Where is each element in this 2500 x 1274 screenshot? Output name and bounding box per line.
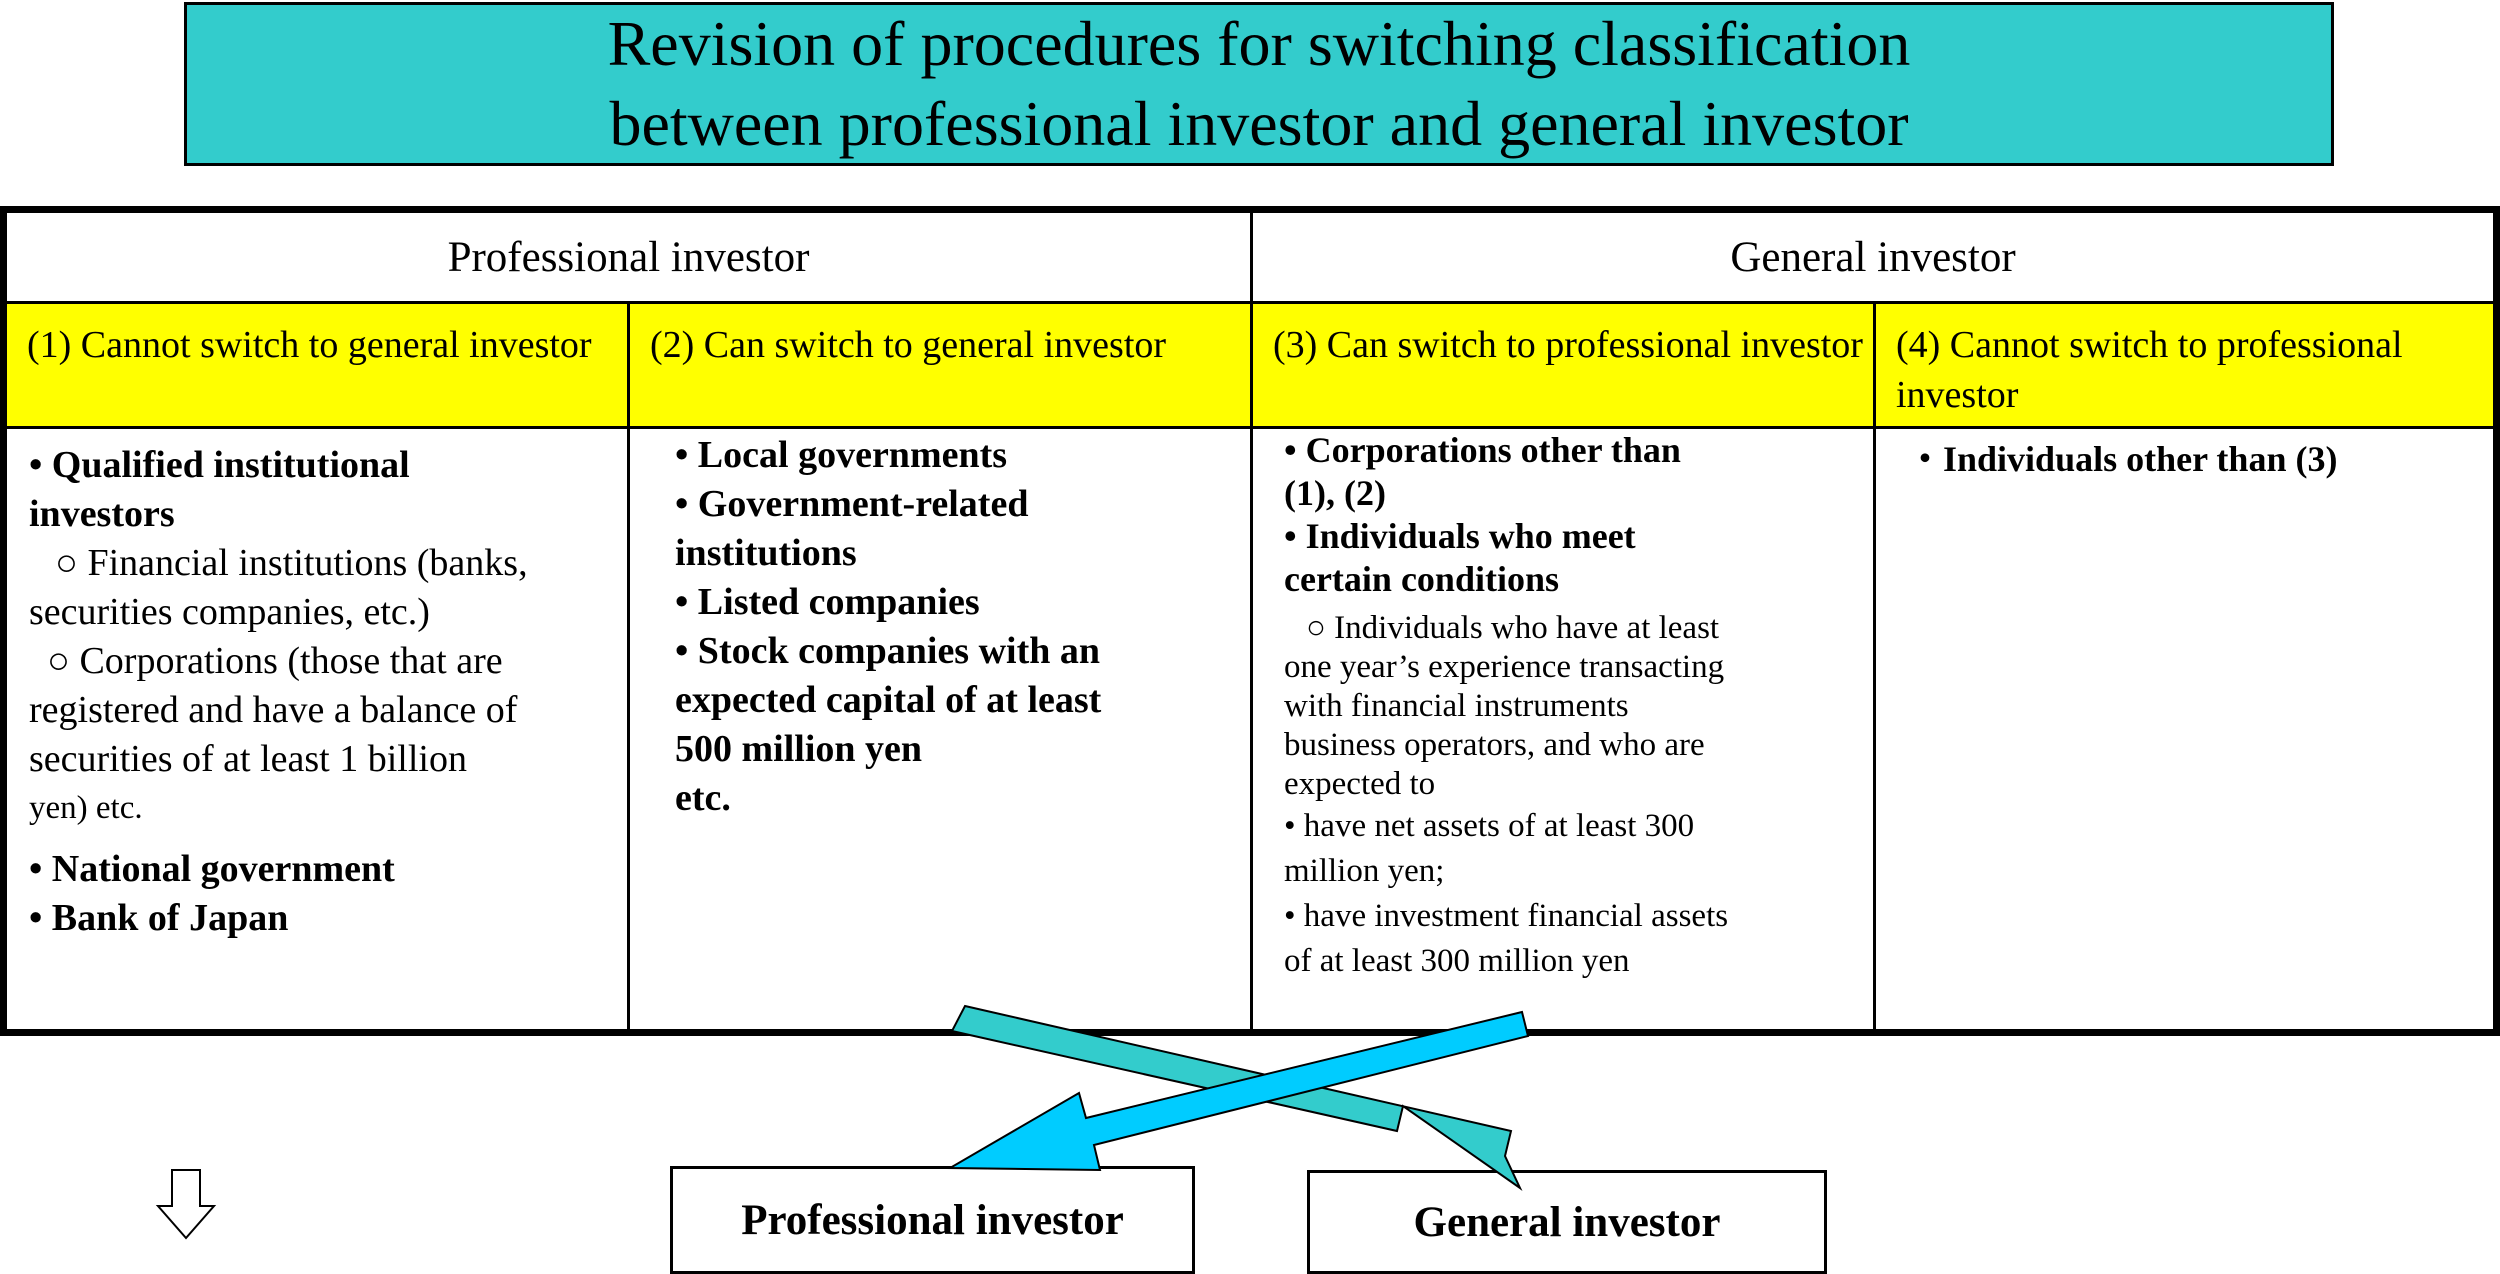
item-corporations-other-2: (1), (2) — [1284, 473, 1386, 513]
net-assets-line-2: million yen; — [1284, 853, 1445, 889]
page-title: Revision of procedures for switching cla… — [608, 4, 1911, 164]
subheader-3: (3) Can switch to professional investor — [1273, 324, 1863, 366]
item-corporations-4: yen) etc. — [29, 790, 143, 826]
net-assets-line-1: • have net assets of at least 300 — [1284, 808, 1695, 844]
detail-line-1: ○ Individuals who have at least — [1306, 610, 1720, 646]
item-individuals-conditions-1: • Individuals who meet — [1284, 516, 1636, 556]
item-government-related-1: • Government-related — [675, 483, 1029, 525]
subheader-2: (2) Can switch to general investor — [650, 324, 1167, 366]
subheader-1: (1) Cannot switch to general investor — [27, 324, 592, 366]
item-stock-companies-2: expected capital of at least — [675, 679, 1102, 721]
title-line-1: Revision of procedures for switching cla… — [607, 8, 1911, 79]
item-individuals-other: ・Individuals other than (3) — [1907, 439, 2338, 479]
item-stock-companies-3: 500 million yen — [675, 728, 923, 770]
detail-line-2: one year’s experience transacting — [1284, 649, 1725, 685]
classification-table: Professional investor General investor (… — [0, 206, 2500, 1036]
title-box: Revision of procedures for switching cla… — [184, 2, 2334, 166]
header-professional: Professional investor — [447, 233, 810, 281]
item-qualified-investors-2: investors — [29, 493, 175, 535]
cell-2: • Local governments • Government-related… — [675, 431, 1235, 823]
item-bank-of-japan: • Bank of Japan — [29, 897, 289, 939]
item-corporations-3: securities of at least 1 billion — [29, 738, 467, 780]
detail-line-4: business operators, and who are — [1284, 727, 1705, 763]
item-financial-institutions-2: securities companies, etc.) — [29, 591, 430, 633]
item-listed-companies: • Listed companies — [675, 581, 980, 623]
financial-assets-line-1: • have investment financial assets — [1284, 898, 1729, 934]
item-national-government: • National government — [29, 848, 395, 890]
divider-left — [627, 301, 630, 1029]
item-financial-institutions-1: ○ Financial institutions (banks, — [55, 542, 528, 584]
divider-center — [1250, 213, 1253, 1029]
item-individuals-conditions-2: certain conditions — [1284, 559, 1559, 599]
item-stock-companies-1: • Stock companies with an — [675, 630, 1101, 672]
detail-line-5: expected to — [1284, 766, 1436, 802]
item-corporations-2: registered and have a balance of — [29, 689, 518, 731]
title-line-2: between professional investor and genera… — [609, 88, 1909, 159]
down-arrow-icon — [155, 1169, 217, 1240]
item-etc: etc. — [675, 777, 731, 819]
item-government-related-2: institutions — [675, 532, 857, 574]
detail-line-3: with financial instruments — [1284, 688, 1629, 724]
arrow-to-professional-investor — [946, 1010, 1530, 1172]
item-corporations-other-1: • Corporations other than — [1284, 430, 1681, 470]
item-qualified-investors-1: • Qualified institutional — [29, 444, 410, 486]
box-professional-investor: Professional investor — [670, 1166, 1195, 1274]
financial-assets-line-2: of at least 300 million yen — [1284, 943, 1630, 979]
cell-4: ・Individuals other than (3) — [1907, 435, 2487, 484]
cell-3: • Corporations other than (1), (2) • Ind… — [1284, 429, 1864, 984]
item-local-governments: • Local governments — [675, 434, 1008, 476]
item-corporations-1: ○ Corporations (those that are — [47, 640, 503, 682]
cell-1: • Qualified institutional investors ○ Fi… — [29, 441, 619, 943]
divider-right — [1873, 301, 1876, 1029]
arrow-to-general-investor — [950, 1004, 1523, 1191]
subheader-4: (4) Cannot switch to professional invest… — [1896, 324, 2403, 416]
box-general-investor: General investor — [1307, 1170, 1827, 1274]
header-general: General investor — [1730, 233, 2016, 281]
